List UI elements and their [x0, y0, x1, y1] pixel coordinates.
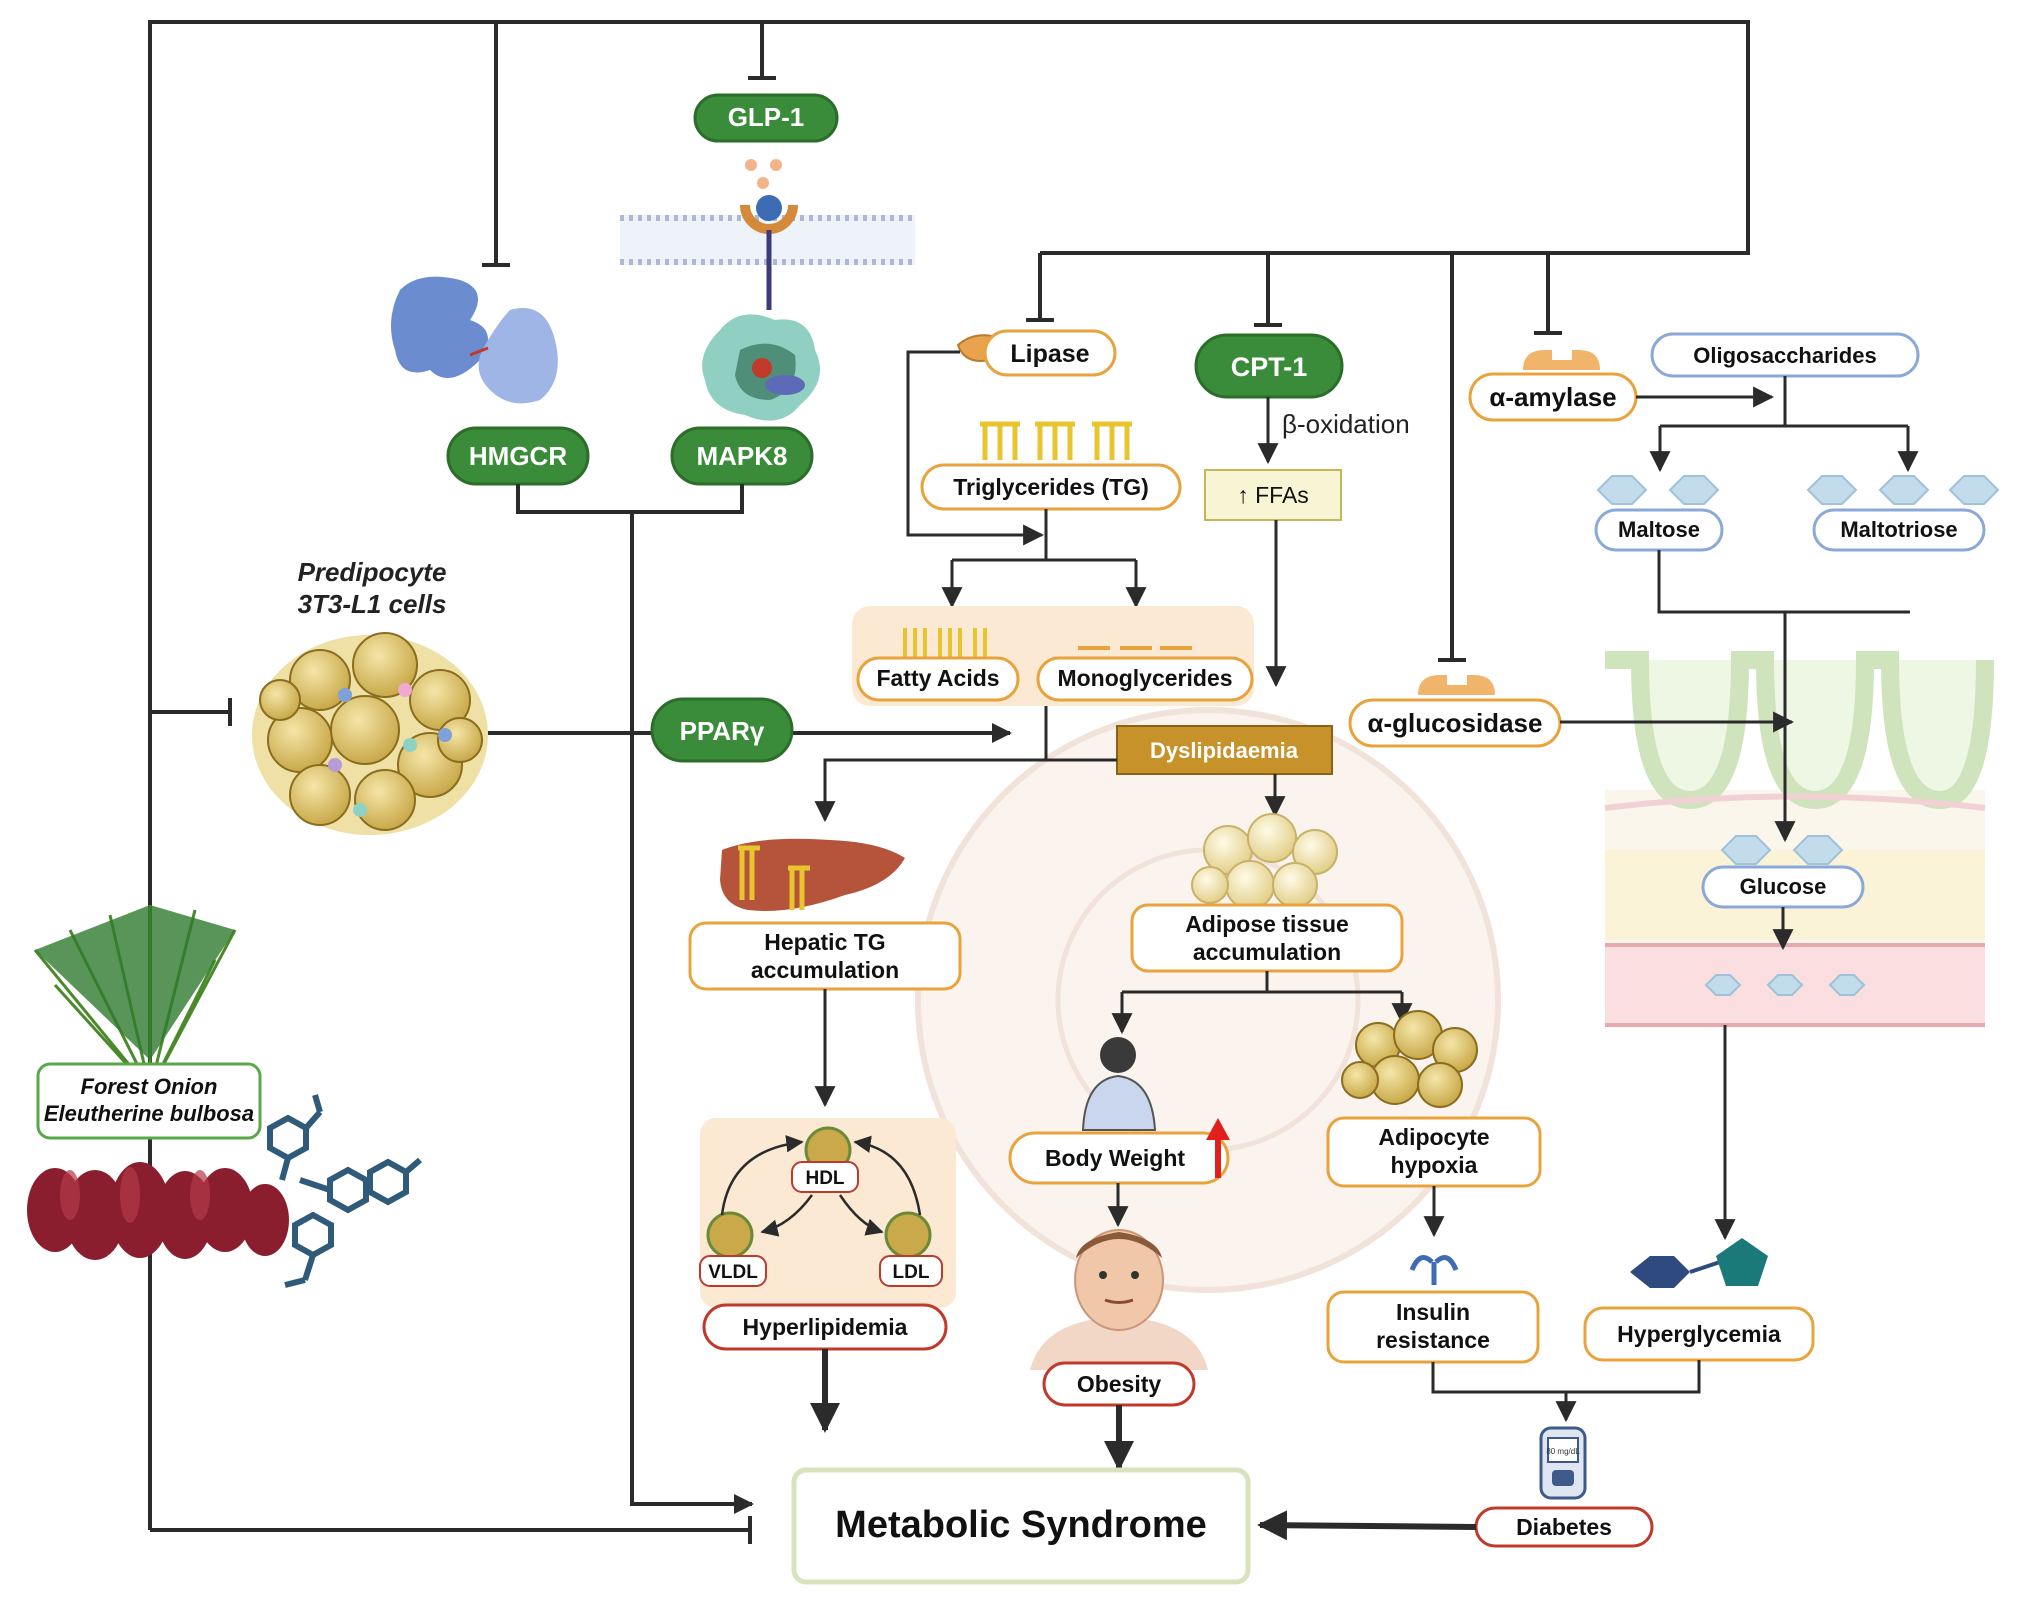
- amylase-enzyme-icon: [1523, 350, 1600, 370]
- hdl-box: [791, 1161, 859, 1193]
- ldl-box: [879, 1255, 943, 1287]
- hdl-label: HDL: [805, 1168, 844, 1189]
- ffas-box: [1204, 469, 1342, 521]
- cpt1-label: CPT-1: [1231, 352, 1308, 382]
- cells-label-1: Predipocyte: [298, 557, 447, 587]
- background-cell-circle: [915, 707, 1501, 1293]
- liver-icon: [720, 838, 905, 911]
- hyperlipidemia-label: Hyperlipidemia: [743, 1314, 908, 1340]
- metabolic-syndrome-title: Metabolic Syndrome: [835, 1504, 1207, 1546]
- tg-split-arrows: [941, 509, 1147, 609]
- forest-onion-label-2: Eleutherine bulbosa: [44, 1101, 254, 1126]
- dyslipidaemia-arrows: [814, 706, 1286, 823]
- receptor-ligand: [756, 195, 782, 221]
- amylase-label: α-amylase: [1489, 382, 1616, 412]
- disaccharide-merge-line: [1657, 550, 1910, 614]
- maltose-label: Maltose: [1618, 517, 1700, 542]
- fatty-acids-label: Fatty Acids: [876, 665, 999, 691]
- maltose-hexagons-icon: [1596, 475, 1720, 505]
- lipase-box: [983, 329, 1117, 377]
- person-body-icon: [1081, 1037, 1157, 1131]
- maltotriose-label: Maltotriose: [1840, 517, 1957, 542]
- adipocyte-cluster-icon: [1341, 1010, 1478, 1108]
- adipose-label-1: Adipose tissue: [1185, 911, 1349, 937]
- glp1-group: GLP-1: [620, 93, 915, 310]
- lipase-label: Lipase: [1010, 340, 1089, 368]
- glucometer-icon: 80 mg/dL: [1539, 1426, 1587, 1500]
- blood-glucose-hexagons-icon: [1704, 974, 1866, 996]
- vldl-label: VLDL: [708, 1262, 758, 1283]
- adipose-fat-cells-icon: [1191, 813, 1338, 910]
- glp1-label: GLP-1: [728, 102, 805, 132]
- insulin-label-1: Insulin: [1396, 1299, 1470, 1325]
- oligosaccharides-label: Oligosaccharides: [1693, 343, 1876, 368]
- obese-person-face-icon: [1030, 1229, 1208, 1370]
- intestine-panel: [1604, 640, 1994, 1027]
- preadipocyte-cells-icon: [252, 632, 488, 835]
- forest-onion-box: [36, 1062, 262, 1140]
- cells-label-2: 3T3-L1 cells: [298, 589, 447, 619]
- diabetes-merge-arrows: [1431, 1360, 1701, 1423]
- lipoprotein-cycle-arrows: [720, 1135, 922, 1237]
- diabetes-label: Diabetes: [1516, 1514, 1612, 1540]
- hepatic-tg-label-1: Hepatic TG: [764, 929, 885, 955]
- forest-onion-plant-icon: [27, 905, 289, 1260]
- inhibition-lines: [148, 20, 1750, 1544]
- ppar-label: PPARγ: [680, 716, 765, 746]
- insulin-receptor-icon: [1409, 1255, 1459, 1285]
- glucose-hexagons-icon: [1720, 835, 1844, 865]
- maltotriose-box: [1812, 508, 1986, 552]
- hmgcr-protein-icon: [391, 276, 558, 404]
- mapk8-label: MAPK8: [696, 441, 787, 471]
- dyslipidaemia-label: Dyslipidaemia: [1150, 738, 1299, 763]
- lipase-to-tg-arrow: [906, 350, 1045, 546]
- hmgcr-label: HMGCR: [469, 441, 567, 471]
- adipocyte-label-1: Adipocyte: [1378, 1124, 1489, 1150]
- monoglycerides-box: [1036, 656, 1254, 702]
- mapk8-protein-icon: [702, 314, 820, 421]
- ffas-label: ↑ FFAs: [1237, 482, 1309, 508]
- oligosaccharide-split-arrows: [1649, 376, 1919, 473]
- fatty-acids-box: [856, 656, 1020, 702]
- glucosidase-enzyme-icon: [1418, 675, 1495, 695]
- insulin-label-2: resistance: [1376, 1327, 1490, 1353]
- glucose-label: Glucose: [1740, 874, 1827, 899]
- tg-label: Triglycerides (TG): [953, 474, 1149, 500]
- hmgcr-mapk8-connector: [516, 484, 754, 1514]
- hepatic-tg-label-2: accumulation: [751, 957, 899, 983]
- beta-oxidation-label: β-oxidation: [1282, 409, 1410, 439]
- ppar-pill: [650, 697, 794, 763]
- vldl-box: [699, 1255, 767, 1287]
- obesity-label: Obesity: [1077, 1371, 1162, 1397]
- dyslipidaemia-box: [1116, 725, 1333, 775]
- adipose-label-2: accumulation: [1193, 939, 1341, 965]
- ldl-label: LDL: [893, 1262, 930, 1283]
- diabetes-arrow: [1257, 1510, 1477, 1541]
- molecule-icons: [267, 1094, 422, 1288]
- meter-reading: 80 mg/dL: [1546, 1447, 1580, 1456]
- monoglycerides-label: Monoglycerides: [1057, 665, 1232, 691]
- maltotriose-hexagons-icon: [1806, 475, 2000, 505]
- tg-molecule-icons: [980, 421, 1132, 460]
- forest-onion-label-1: Forest Onion: [81, 1074, 218, 1099]
- increase-arrow-icon: [1206, 1118, 1230, 1178]
- body-weight-label: Body Weight: [1045, 1145, 1185, 1171]
- hyperglycemia-label: Hyperglycemia: [1617, 1321, 1781, 1347]
- metabolic-syndrome-box: [791, 1467, 1251, 1585]
- glucose-molecule-icons: [1630, 1238, 1768, 1288]
- receptor: [740, 204, 798, 234]
- tg-box: [920, 463, 1182, 511]
- glucosidase-label: α-glucosidase: [1368, 708, 1543, 738]
- glp1-pill: [693, 93, 839, 143]
- fatty-acid-icons: [903, 628, 987, 662]
- lipoprotein-particle-icons: [706, 1126, 932, 1259]
- adipocyte-label-2: hypoxia: [1391, 1152, 1478, 1178]
